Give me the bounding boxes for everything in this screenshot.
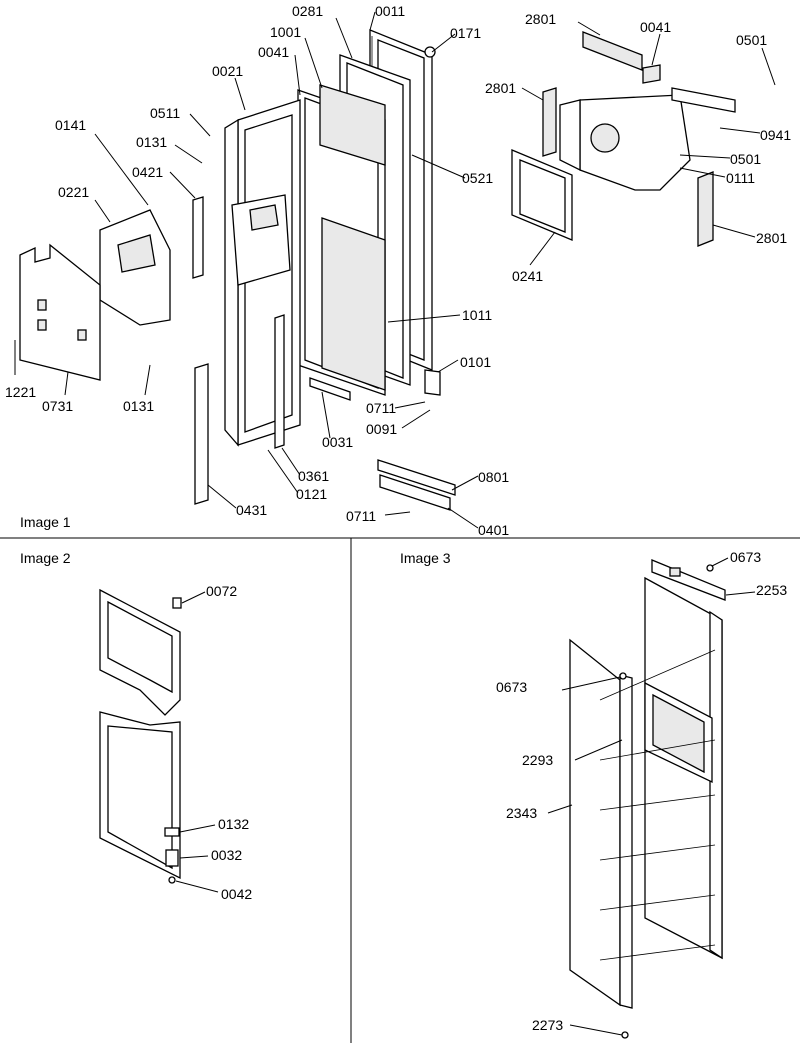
label-2801-top: 2801 [525, 11, 556, 27]
image-2-leader-lines [175, 591, 219, 893]
upper-foam-panel [319, 84, 386, 166]
label-0221: 0221 [58, 184, 89, 200]
label-0141: 0141 [55, 117, 86, 133]
hinge-bar-0801 [377, 459, 456, 496]
label-0111: 0111 [726, 170, 755, 186]
label-0121: 0121 [296, 486, 327, 502]
label-0072: 0072 [206, 583, 237, 599]
label-1001: 1001 [270, 24, 301, 40]
label-0132: 0132 [218, 816, 249, 832]
label-0711-lower: 0711 [346, 508, 376, 524]
shelf-lines [599, 649, 716, 961]
label-1011: 1011 [462, 307, 492, 323]
label-0673-side: 0673 [496, 679, 527, 695]
side-trim-bar-0421 [192, 196, 204, 279]
label-0801: 0801 [478, 469, 509, 485]
label-0501-top: 0501 [736, 32, 767, 48]
label-0731: 0731 [42, 398, 73, 414]
label-0041-right: 0041 [640, 19, 671, 35]
label-0711-upper: 0711 [366, 400, 396, 416]
caption-image-3: Image 3 [400, 550, 451, 566]
label-0431: 0431 [236, 502, 267, 518]
label-0041: 0041 [258, 44, 289, 60]
vertical-bar-0361 [274, 314, 285, 449]
label-0421: 0421 [132, 164, 163, 180]
foam-block-small-0041 [642, 64, 661, 84]
label-2801-left: 2801 [485, 80, 516, 96]
screw-0072 [172, 597, 182, 609]
label-0091: 0091 [366, 421, 397, 437]
mounting-frame-0241 [511, 149, 573, 241]
label-0101: 0101 [460, 354, 491, 370]
bottom-trim-0031 [309, 377, 351, 401]
label-0501-mid: 0501 [730, 151, 761, 167]
top-cap-2253 [651, 559, 726, 601]
label-0241: 0241 [512, 268, 543, 284]
image-3-leader-lines [547, 557, 756, 1036]
door-frame-upper [99, 588, 181, 716]
label-0131-bottom: 0131 [123, 398, 154, 414]
lower-foam-panel [321, 217, 386, 391]
cover-panel-0731 [19, 243, 101, 381]
image-3-drawing: 0673 2253 0673 2293 2343 2273 Image 3 [400, 549, 787, 1039]
screw-2273 [621, 1031, 629, 1039]
hinge-bushing-0132 [164, 827, 180, 837]
screw-0171 [424, 46, 436, 58]
label-0131-top: 0131 [136, 134, 167, 150]
image-2-drawing: 0072 0132 0032 0042 Image 2 [20, 550, 252, 902]
screw-0042 [168, 876, 176, 884]
foam-block-right-2801 [697, 171, 714, 247]
label-0361: 0361 [298, 468, 329, 484]
hinge-bar-0401 [379, 474, 451, 511]
door-frame-lower [99, 711, 181, 880]
image-1-leader-lines [14, 11, 776, 529]
dispenser-recess [644, 681, 713, 784]
label-0011: 0011 [375, 3, 405, 19]
label-2293: 2293 [522, 752, 553, 768]
label-0941: 0941 [760, 127, 791, 143]
label-0042: 0042 [221, 886, 252, 902]
caption-image-2: Image 2 [20, 550, 71, 566]
label-2343: 2343 [506, 805, 537, 821]
foam-block-top-2801 [582, 31, 643, 71]
label-0281: 0281 [292, 3, 323, 19]
foam-block-left-2801 [542, 87, 557, 157]
label-2801-right: 2801 [756, 230, 787, 246]
caption-image-1: Image 1 [20, 514, 71, 530]
edge-trim-2293 [619, 674, 633, 1009]
hinge-0101 [424, 369, 441, 396]
label-2273: 2273 [532, 1017, 563, 1033]
label-0511: 0511 [150, 105, 180, 121]
label-0031: 0031 [322, 434, 353, 450]
side-trim-bar-0431 [194, 363, 209, 505]
label-0401: 0401 [478, 522, 509, 538]
label-0171: 0171 [450, 25, 481, 41]
label-0521: 0521 [462, 170, 493, 186]
label-0673-top: 0673 [730, 549, 761, 565]
dispenser-housing [231, 194, 291, 286]
dispenser-cover-0221 [99, 209, 171, 326]
label-0021: 0021 [212, 63, 243, 79]
hinge-pin-0032 [165, 849, 179, 867]
label-0032: 0032 [211, 847, 242, 863]
label-2253: 2253 [756, 582, 787, 598]
bracket-0501 [671, 87, 736, 113]
blower-housing [559, 94, 691, 191]
screw-0673-side [619, 672, 627, 680]
image-1-drawing: 0281 0011 0171 1001 0041 0021 0511 0141 … [5, 3, 791, 538]
label-1221: 1221 [5, 384, 36, 400]
screw-0673-top [706, 564, 714, 572]
